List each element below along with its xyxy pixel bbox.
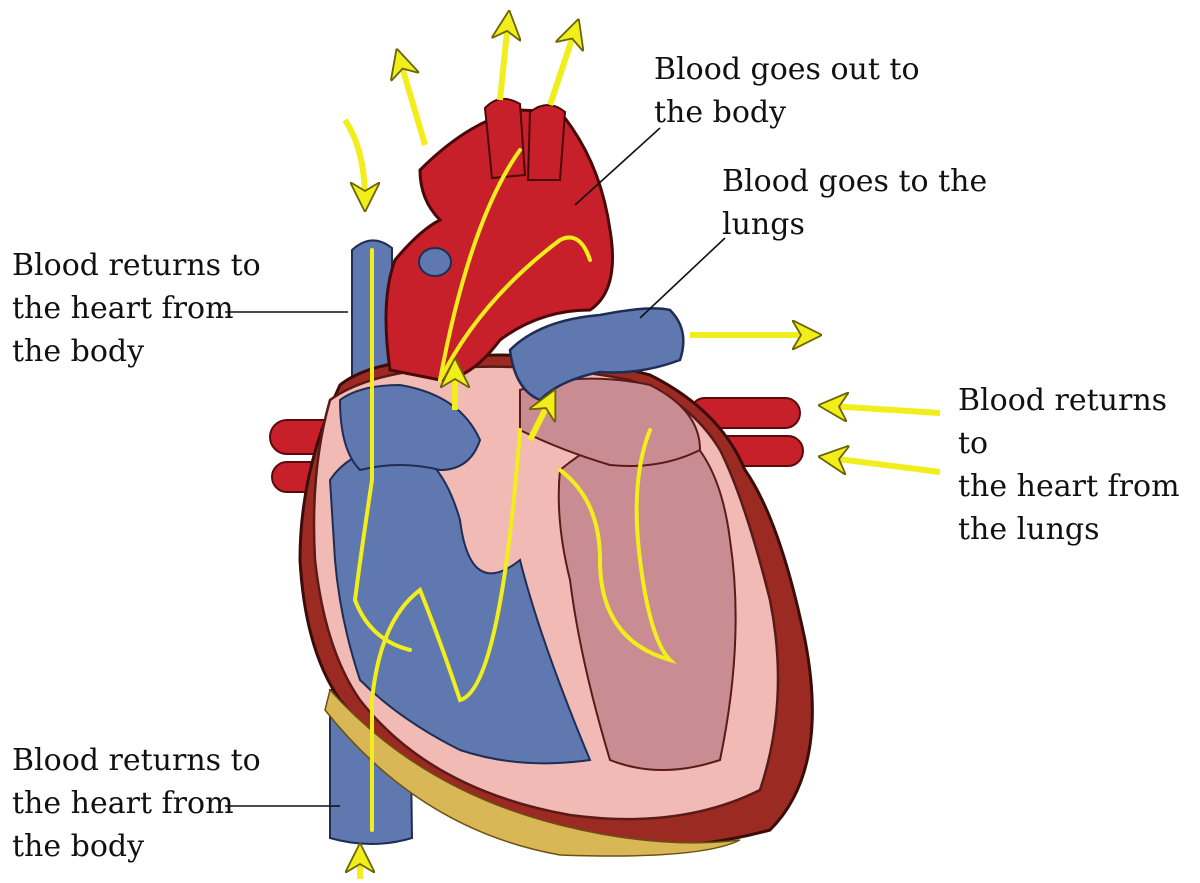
left-atrium [519, 377, 702, 467]
label-blood-returns-body-upper: Blood returns to the heart from the body [12, 248, 261, 369]
flow-arrows [342, 22, 941, 879]
arrow-lv-up [527, 400, 550, 442]
label-blood-to-lungs: Blood goes to the lungs [722, 164, 988, 242]
right-atrium [338, 383, 482, 472]
leader-lines [225, 127, 726, 807]
arrow-from-lungs-1 [830, 406, 941, 413]
arrow-to-body-3 [547, 30, 575, 106]
label-blood-returns-body-lower: Blood returns to the heart from the body [12, 743, 261, 864]
label-blood-returns-lungs: Blood returns to the heart from the lung… [958, 383, 1180, 547]
aortic-branch-right [526, 104, 567, 181]
blood-flow-paths [352, 148, 677, 832]
pulmonary-trunk-left [418, 247, 452, 277]
aortic-branch-left [483, 97, 527, 180]
arrow-to-body-2 [500, 22, 508, 101]
coronary-fat [324, 688, 741, 857]
arrow-into-vena-cava [342, 118, 365, 200]
leader-to-lungs [639, 237, 726, 319]
arrow-to-body-1 [400, 60, 428, 146]
leader-out-to-body [574, 127, 661, 206]
arrow-from-lungs-2 [830, 458, 941, 472]
label-blood-out-to-body: Blood goes out to the body [654, 52, 920, 130]
